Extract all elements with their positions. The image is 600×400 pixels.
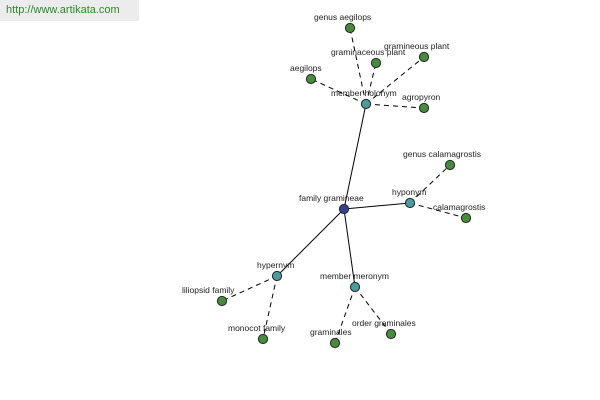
leaf-label-calamagrostis[interactable]: calamagrostis <box>433 202 485 212</box>
edge-center-hyponym <box>343 202 411 210</box>
edge-member-holonym-agropyron <box>365 103 425 109</box>
edge-member-holonym-genus-aegilops <box>349 27 367 105</box>
relation-node-member-holonym[interactable] <box>360 98 372 110</box>
center-node-center[interactable] <box>338 203 350 215</box>
leaf-node-genus-aegilops[interactable] <box>344 22 356 34</box>
relation-label-member-meronym[interactable]: member meronym <box>320 271 389 281</box>
leaf-label-genus-aegilops[interactable]: genus aegilops <box>314 12 371 22</box>
leaf-node-graminaceous-plant[interactable] <box>370 57 382 69</box>
edge-member-meronym-order-graminales <box>354 286 392 335</box>
edge-member-meronym-graminales <box>334 286 356 344</box>
leaf-node-calamagrostis[interactable] <box>460 212 472 224</box>
relation-label-hypernym[interactable]: hypernym <box>257 260 294 270</box>
leaf-label-aegilops[interactable]: aegilops <box>290 63 322 73</box>
edge-hypernym-liliopsid-family <box>221 275 278 302</box>
edge-center-member-holonym <box>343 103 367 210</box>
leaf-label-order-graminales[interactable]: order graminales <box>352 318 416 328</box>
leaf-node-aegilops[interactable] <box>305 73 317 85</box>
leaf-label-genus-calamagrostis[interactable]: genus calamagrostis <box>403 149 481 159</box>
leaf-node-graminales[interactable] <box>329 337 341 349</box>
edge-hyponym-genus-calamagrostis <box>409 164 451 204</box>
relation-label-member-holonym[interactable]: member holonym <box>331 88 397 98</box>
edge-member-holonym-graminaceous-plant <box>365 62 377 105</box>
leaf-node-monocot-family[interactable] <box>257 333 269 345</box>
leaf-label-gramineous-plant[interactable]: gramineous plant <box>384 41 450 51</box>
relation-node-hypernym[interactable] <box>271 270 283 282</box>
relation-node-member-meronym[interactable] <box>349 281 361 293</box>
leaf-node-genus-calamagrostis[interactable] <box>444 159 456 171</box>
edge-center-member-meronym <box>343 208 356 288</box>
leaf-label-graminales[interactable]: graminales <box>310 327 352 337</box>
leaf-node-order-graminales[interactable] <box>385 328 397 340</box>
edge-hypernym-monocot-family <box>262 275 278 340</box>
source-link[interactable]: http://www.artikata.com <box>0 0 139 21</box>
center-label-center[interactable]: family gramineae <box>299 193 364 203</box>
graph-labels: family gramineae member holonym hyponym hyp… <box>182 12 485 337</box>
leaf-label-monocot-family[interactable]: monocot family <box>228 323 286 333</box>
graph-edges <box>221 27 467 344</box>
leaf-node-gramineous-plant[interactable] <box>418 51 430 63</box>
edge-center-hypernym <box>276 208 345 277</box>
leaf-label-liliopsid-family[interactable]: liliopsid family <box>182 285 235 295</box>
leaf-node-liliopsid-family[interactable] <box>216 295 228 307</box>
edge-hyponym-calamagrostis <box>409 202 467 219</box>
leaf-label-graminaceous-plant[interactable]: graminaceous plant <box>331 47 406 57</box>
edge-member-holonym-aegilops <box>310 78 367 105</box>
relation-label-hyponym[interactable]: hyponym <box>392 187 427 197</box>
leaf-label-agropyron[interactable]: agropyron <box>402 92 441 102</box>
edge-member-holonym-gramineous-plant <box>365 56 425 105</box>
graph-nodes <box>216 22 472 349</box>
relation-node-hyponym[interactable] <box>404 197 416 209</box>
leaf-node-agropyron[interactable] <box>418 102 430 114</box>
